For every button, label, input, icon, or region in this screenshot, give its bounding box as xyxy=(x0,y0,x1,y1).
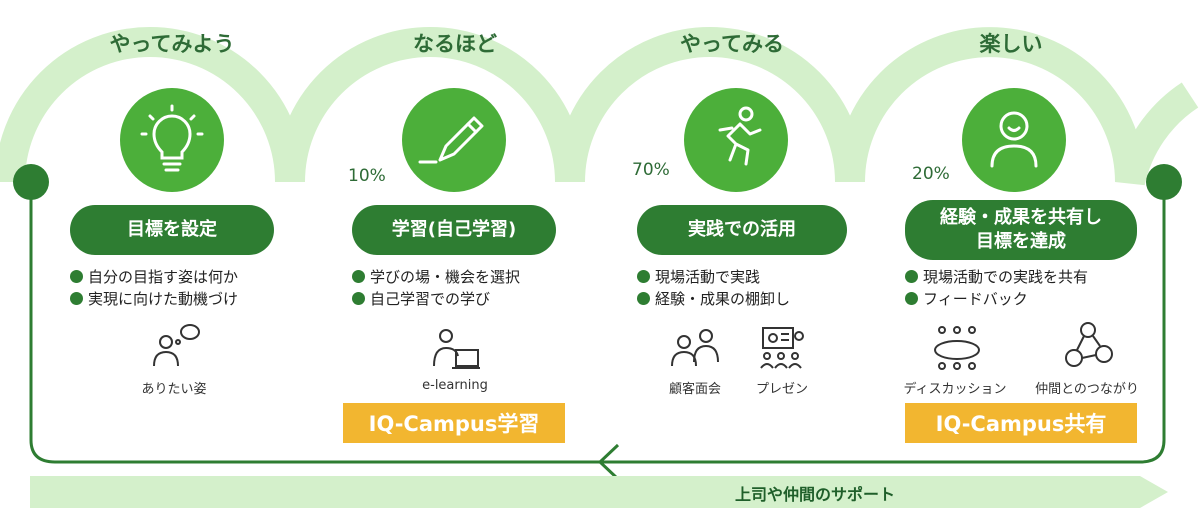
network-people-icon xyxy=(1065,322,1113,367)
stage-pill-2: 学習(自己学習) xyxy=(352,205,556,255)
laptop-user-icon xyxy=(433,329,480,369)
icon-label-presentation: プレゼン xyxy=(755,382,808,397)
stage-circle-4 xyxy=(962,88,1066,192)
return-loop-line xyxy=(29,182,1166,464)
stage-pill-4-line-1: 経験・成果を共有し xyxy=(940,207,1102,228)
badge-iq-campus-learning: IQ-Campus学習 xyxy=(343,403,565,443)
stage-pill-4: 経験・成果を共有し 目標を達成 xyxy=(905,200,1137,260)
stage-circle-3 xyxy=(684,88,788,192)
list-item: 自己学習での学び xyxy=(352,288,520,310)
loop-end-dot xyxy=(1146,164,1182,200)
lightbulb-icon xyxy=(140,104,204,172)
stage-pill-1: 目標を設定 xyxy=(70,205,274,255)
stage-title-2: なるほど xyxy=(413,32,497,56)
list-item: 学びの場・機会を選択 xyxy=(352,266,520,288)
arc-band xyxy=(0,27,1199,186)
stage-bullets-3: 現場活動で実践 経験・成果の棚卸し xyxy=(637,266,790,310)
icon-label-customer-meeting: 顧客面会 xyxy=(668,382,721,397)
list-item: 現場活動での実践を共有 xyxy=(905,266,1088,288)
discussion-icon xyxy=(934,326,980,370)
icon-label-ideal: ありたい姿 xyxy=(141,382,207,397)
presentation-icon xyxy=(760,327,804,369)
stage-pill-1-line-1: 目標を設定 xyxy=(127,219,217,240)
stage-pill-3: 実践での活用 xyxy=(637,205,847,255)
stage-bullets-1: 自分の目指す姿は何か 実現に向けた動機づけ xyxy=(70,266,238,310)
list-item: フィードバック xyxy=(905,288,1088,310)
support-arrow-band xyxy=(30,476,1168,508)
badge-iq-campus-sharing: IQ-Campus共有 xyxy=(905,403,1137,443)
pencil-icon xyxy=(418,116,484,164)
stage-percent-2: 10% xyxy=(348,166,386,186)
stage-percent-4: 20% xyxy=(912,164,950,184)
stage-bullets-2: 学びの場・機会を選択 自己学習での学び xyxy=(352,266,520,310)
icon-label-connection: 仲間とのつながり xyxy=(1035,382,1139,397)
list-item: 経験・成果の棚卸し xyxy=(637,288,790,310)
stage-title-3: やってみる xyxy=(680,32,784,56)
stage-circle-1 xyxy=(120,88,224,192)
icon-label-elearning: e-learning xyxy=(422,378,488,393)
stage-circle-2 xyxy=(402,88,506,192)
running-person-icon xyxy=(718,106,762,166)
thinking-person-icon xyxy=(153,324,200,367)
list-item: 実現に向けた動機づけ xyxy=(70,288,238,310)
person-icon xyxy=(990,111,1038,168)
support-label: 上司や仲間のサポート xyxy=(735,485,896,504)
stage-title-4: 楽しい xyxy=(979,32,1043,56)
list-item: 現場活動で実践 xyxy=(637,266,790,288)
stage-percent-3: 70% xyxy=(632,160,670,180)
stage-title-1: やってみよう xyxy=(109,32,235,56)
list-item: 自分の目指す姿は何か xyxy=(70,266,238,288)
icon-label-discussion: ディスカッション xyxy=(903,382,1007,397)
customer-meeting-icon xyxy=(671,329,719,367)
stage-pill-4-line-2: 目標を達成 xyxy=(976,231,1066,252)
loop-arrow-icon xyxy=(597,443,620,481)
stage-pill-2-line-1: 学習(自己学習) xyxy=(391,219,517,240)
loop-start-dot xyxy=(13,164,49,200)
stage-pill-3-line-1: 実践での活用 xyxy=(688,219,796,240)
stage-bullets-4: 現場活動での実践を共有 フィードバック xyxy=(905,266,1088,310)
